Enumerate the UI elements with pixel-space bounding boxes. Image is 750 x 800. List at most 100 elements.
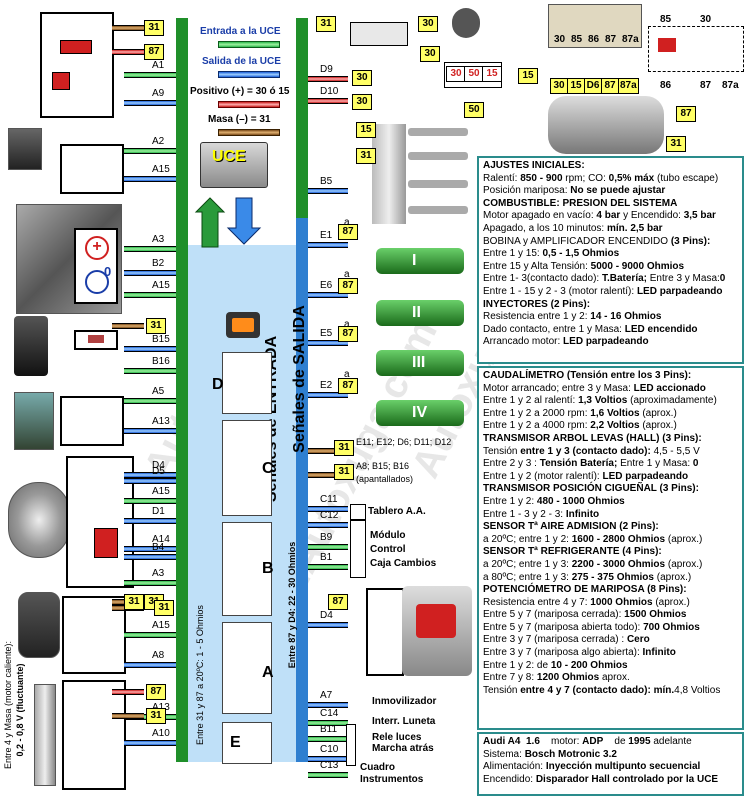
spark-plug-3 [408,180,468,188]
panel2-line: Entre 5 y 7 (mariposa cerrada): 1500 Ohm… [483,609,738,622]
panel2-line: Entre 7 y 8: 1200 Ohmios aprox. [483,672,738,685]
panel2-text: Entre 1 y 2: [483,495,537,507]
right-wire [308,736,348,742]
panel1-text: mín. 2,5 bar [606,222,663,234]
right-wire [308,292,348,298]
right-pin-label: E11; E12; D6; D11; D12 [356,437,452,447]
left-pin-label: B4 [152,542,165,553]
ecu-connector-b [222,522,272,616]
spark-plug-4 [408,206,468,214]
vehicle-version: 1.6 [525,736,540,747]
injector-body [376,300,464,326]
panel2-text: 2200 - 3000 Ohmios [571,558,666,570]
relay-bottom-label: D6 [584,78,602,94]
panel2-text: Entre 1 - 3 y 2 - 3: [483,508,566,520]
idle-valve-coil [416,604,456,638]
panel1-text: (tubo escape) [654,172,719,184]
modulo-label: Módulo [370,530,406,541]
panel1-text: (2 Pins): [547,298,591,310]
right-badge: 87 [338,278,358,294]
relay-bottom-label: 87 [601,78,619,94]
connector-label-d: D [212,376,224,393]
panel2-text: entre 4 y 7 (contacto dado): mín. [517,684,675,696]
panel2-line: CAUDALÍMETRO (Tensión entre los 3 Pins): [483,370,738,383]
left-badge: 31 [154,600,174,616]
injector-number: I [412,252,417,269]
air-temp-box [60,396,124,446]
right-wire [308,756,348,762]
left-wire [124,428,176,434]
ignition-pin-50: 50 [464,66,484,82]
left-pin-label: A3 [152,234,165,245]
panel2-text: Entre 3 y 7 (mariposa algo abierta): [483,647,643,659]
right-pin-note: (apantallados) [356,474,414,484]
right-wire [308,522,348,528]
panel2-text: 1600 - 2800 Ohmios [571,533,666,545]
panel1-text: Motor apagado en vacío: [483,210,597,222]
temp-sensor-box [60,144,124,194]
panel1-text: (3 Pins): [668,235,711,247]
caja-label: Caja Cambios [370,558,437,569]
vehicle-year: 1995 [628,736,651,747]
idle-valve-box [366,588,404,676]
left-wire [124,368,176,374]
right-pin-label: C12 [320,510,339,521]
left-pin-label: A13 [152,703,170,713]
left-pin-label: B16 [152,356,170,367]
hall-zero: 0 [104,264,112,279]
legend-positive-wire [218,101,280,108]
panel2-text: entre 1 y 3 (contacto dado): [517,445,654,457]
right-badge: 31 [334,440,354,456]
coolant-sensor-photo [8,128,42,170]
right-pin-label: D9 [320,64,333,75]
battery-icon [350,22,408,46]
ecu-right-note: Entre 87 y D4: 22 - 30 Ohmios [287,541,297,669]
panel2-text: Cero [626,634,650,646]
panel1-title: AJUSTES INICIALES: [483,160,585,171]
throttle-pot-box [40,12,114,118]
hall-sensor-icon: + [74,228,118,304]
right-wire [308,98,348,104]
injector-body [376,400,464,426]
panel1-text: LED parpadeando [563,336,649,348]
relay-label-87a: 87a [722,80,739,91]
panel1-text: COMBUSTIBLE: [483,197,560,209]
right-badge: 15 [356,122,376,138]
relay-bottom-label: 87a [618,78,639,94]
right-pin-label: E2 [320,380,333,391]
left-wire [124,176,176,182]
luneta-label: Interr. Luneta [372,716,436,727]
panel2-line: a 80ºC; entre 1 y 3: 275 - 375 Ohmios (a… [483,572,738,585]
throttle-pot-element [60,40,92,54]
ignition-pin-30: 30 [446,66,466,82]
injector-number: IV [412,404,428,421]
panel1-line: BOBINA y AMPLIFICADOR ENCENDIDO (3 Pins)… [483,236,738,249]
feed-line: Alimentación: Inyección multipunto secue… [483,761,701,773]
panel-vehicle-info: Audi A4 1.6 motor: ADP de 1995 adelante … [477,732,744,796]
panel1-text: 4 bar [596,210,621,222]
right-pin-label: D4 [320,610,333,621]
right-pin-label: E5 [320,328,333,339]
panel2-text: 1000 Ohmios [590,596,653,608]
right-pin-label: E6 [320,280,333,291]
panel2-line: Entre 1 - 3 y 2 - 3: Infinito [483,509,738,522]
fuel-pump-87: 87 [676,106,696,122]
left-pin-label: A3 [152,568,165,579]
panel2-line: SENSOR Tª AIRE ADMISION (2 Pins): [483,521,738,534]
right-badge: 31 [334,464,354,480]
left-pin-label: D1 [152,506,165,517]
panel1-line: Entre 1- 3(contacto dado): T.Batería; En… [483,273,738,286]
left-badge: 87 [146,684,166,700]
right-pin-label: B9 [320,532,333,543]
panel1-line: Apagado, a los 10 minutos: mín. 2,5 bar [483,223,738,236]
panel2-line: Entre 2 y 3 : Tensión Batería; Entre 1 y… [483,458,738,471]
panel1-text: Dado contacto, entre 1 y Masa: [483,323,625,335]
panel2-line: Motor arrancado; entre 3 y Masa: LED acc… [483,383,738,396]
spark-plug-1 [408,128,468,136]
panel2-text: LED accionado [633,382,706,394]
ecu-connector-a [222,622,272,714]
left-badge: 87 [144,44,164,60]
panel2-line: Entre 5 y 7 (mariposa abierta todo): 700… [483,622,738,635]
left-badge: 31 [146,318,166,334]
left-wire [124,100,176,106]
